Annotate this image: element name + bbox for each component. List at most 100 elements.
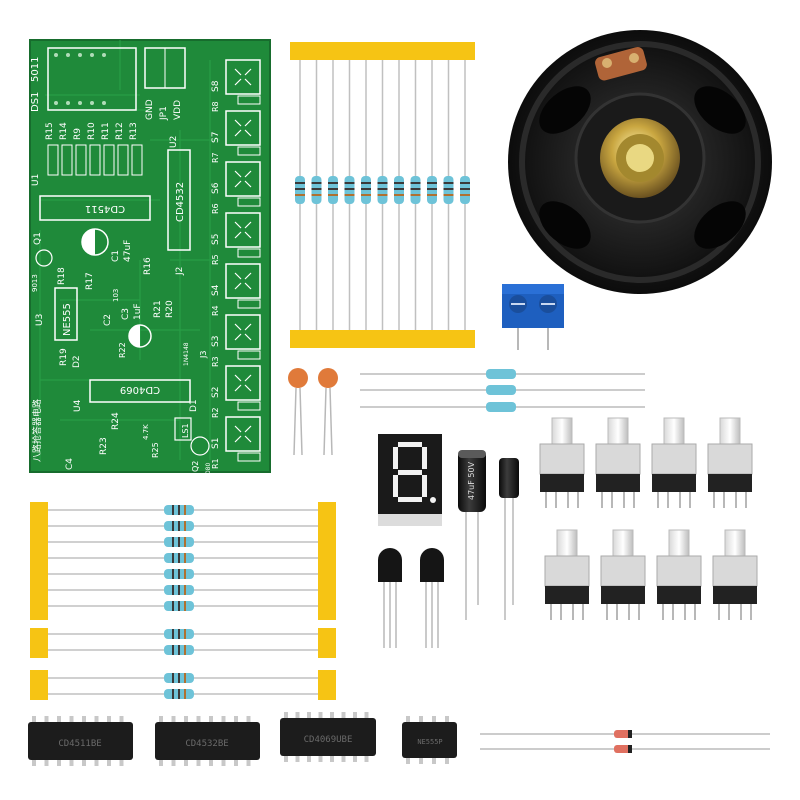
r16-label: R16 xyxy=(143,257,153,275)
u3-chip-label: NE555 xyxy=(62,303,73,336)
q2-label: Q2 xyxy=(191,461,200,472)
switch-label: S1 xyxy=(211,438,221,449)
u3-footprint xyxy=(54,287,78,341)
u2-chip-label: CD4532 xyxy=(175,182,186,222)
r25-label: R25 xyxy=(151,442,160,458)
jp1-label: JP1 xyxy=(159,106,169,121)
ic-ne555: NE555P xyxy=(402,722,457,758)
ic-cd4532: CD4532BE xyxy=(155,722,260,760)
push-button xyxy=(600,529,646,620)
pcb-title: 八路抢答器电路 xyxy=(31,399,43,462)
r17-label: R17 xyxy=(85,272,95,290)
cap-marking: 47uF 50V xyxy=(467,461,476,500)
d1-label: D1 xyxy=(189,399,199,412)
switch-resistor-label: R3 xyxy=(211,356,220,367)
c3-value-label: 1uF xyxy=(133,303,143,320)
u1-chip-label: CD4511 xyxy=(85,203,125,214)
ds1-label: DS1 xyxy=(30,92,41,112)
u2-footprint xyxy=(167,149,191,251)
loose-resistors xyxy=(360,369,645,412)
switch-label: S2 xyxy=(211,387,221,398)
c4-label: C4 xyxy=(65,458,75,470)
ls1-label: LS1 xyxy=(181,423,190,438)
switch-label: S4 xyxy=(211,284,221,296)
u4-footprint xyxy=(89,379,191,403)
ic-cd4069: CD4069UBE xyxy=(280,718,376,756)
c1-label: C1 xyxy=(111,250,121,262)
q1-label: Q1 xyxy=(33,232,43,245)
q2-part-label: 9080 xyxy=(205,463,212,478)
electrolytic-capacitors: 47uF 50V xyxy=(458,450,519,620)
u1-label: U1 xyxy=(31,174,41,186)
u4-chip-label: CD4069 xyxy=(120,384,160,395)
j2-label: J2 xyxy=(175,267,185,276)
vdd-label: VDD xyxy=(173,100,183,120)
speaker xyxy=(508,30,772,294)
r23-label: R23 xyxy=(99,437,109,455)
push-button xyxy=(539,417,585,508)
transistors xyxy=(378,548,444,648)
diodes xyxy=(480,730,770,753)
d2-label: D2 xyxy=(72,355,82,368)
ic-cd4532-marking: CD4532BE xyxy=(185,739,228,749)
c2-label: C2 xyxy=(103,314,113,326)
seven-segment-display xyxy=(378,434,442,526)
resistor-bundle-top xyxy=(290,42,475,348)
switch-label: S7 xyxy=(211,132,221,143)
q2-footprint xyxy=(190,436,210,456)
ic-cd4511: CD4511BE xyxy=(28,722,133,760)
u2-label: U2 xyxy=(169,136,179,148)
ds1-part-label: 5011 xyxy=(30,57,41,82)
pcb-resistor-label: R9 xyxy=(73,128,83,140)
q1-footprint xyxy=(35,249,53,267)
j3-label: J3 xyxy=(199,351,208,359)
pcb-resistor-label: R13 xyxy=(129,122,139,140)
push-button xyxy=(712,529,758,620)
pcb-resistor-label: R12 xyxy=(115,122,125,140)
push-button xyxy=(656,529,702,620)
switch-label: S5 xyxy=(211,234,221,245)
r19-label: R19 xyxy=(59,348,69,366)
r20-label: R20 xyxy=(165,300,175,318)
resistor-bundle-left xyxy=(30,502,336,700)
ic-ne555-marking: NE555P xyxy=(417,738,442,746)
pcb-resistor-label: R11 xyxy=(101,122,111,140)
switch-resistor-label: R1 xyxy=(211,458,220,469)
ceramic-capacitors xyxy=(288,368,338,456)
switch-label: S3 xyxy=(211,336,221,347)
switch-resistor-label: R8 xyxy=(211,101,220,112)
push-buttons xyxy=(539,417,758,620)
r21-label: R21 xyxy=(153,300,163,318)
switch-label: S6 xyxy=(211,182,221,194)
switch-label: S8 xyxy=(211,80,221,92)
q1-part-label: 9013 xyxy=(31,274,39,292)
r18-label: R18 xyxy=(57,267,67,285)
res-4k7-label: 4.7K xyxy=(142,424,150,440)
u4-label: U4 xyxy=(73,399,83,412)
c3-label: C3 xyxy=(121,308,131,320)
switch-resistor-label: R2 xyxy=(211,407,220,418)
push-button xyxy=(595,417,641,508)
ic-cd4069-marking: CD4069UBE xyxy=(304,735,353,745)
r22-label: R22 xyxy=(118,342,127,358)
u3-label: U3 xyxy=(35,314,45,326)
gnd-label: GND xyxy=(145,99,155,120)
pcb-resistor-label: R14 xyxy=(59,122,69,140)
ic-chips: CD4511BE CD4532BE CD4069UBE NE555P xyxy=(28,712,457,766)
switch-resistor-label: R7 xyxy=(211,152,220,163)
terminal-block xyxy=(502,284,564,350)
ls1-footprint xyxy=(174,417,192,441)
d1-part-label: 1N4148 xyxy=(183,342,190,366)
switch-resistor-label: R6 xyxy=(211,203,220,214)
